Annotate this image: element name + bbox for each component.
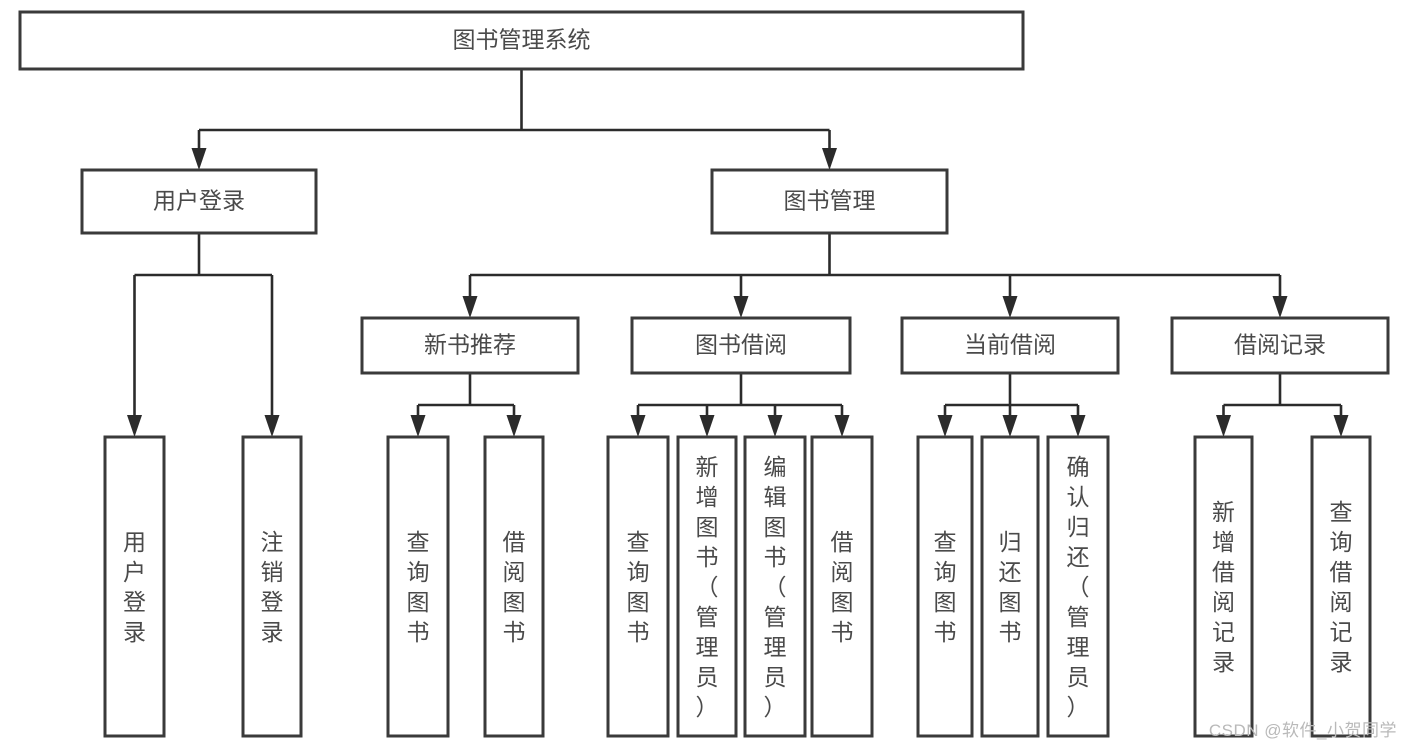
arrow-head-icon — [1002, 415, 1018, 437]
arrow-head-icon — [1272, 296, 1288, 318]
node-leaf-borrow-book-1[interactable]: 借阅图书 — [483, 435, 545, 738]
node-current-borrow[interactable]: 当前借阅 — [900, 316, 1120, 375]
node-box — [80, 168, 318, 235]
node-root[interactable]: 图书管理系统 — [18, 10, 1025, 71]
arrow-head-icon — [264, 415, 280, 437]
node-label: 新增借阅记录 — [1212, 499, 1235, 675]
arrow-head-icon — [506, 415, 522, 437]
node-box — [386, 435, 450, 738]
node-box — [743, 435, 807, 738]
arrow-head-icon — [1216, 415, 1231, 437]
edge-layer — [127, 69, 1349, 437]
node-label: 当前借阅 — [964, 332, 1056, 358]
node-box — [1310, 435, 1372, 738]
node-box — [1170, 316, 1390, 375]
arrow-head-icon — [937, 415, 953, 437]
node-user-login[interactable]: 用户登录 — [80, 168, 318, 235]
arrow-head-icon — [127, 415, 142, 437]
node-label: 注销登录 — [261, 529, 284, 645]
node-leaf-add-book[interactable]: 新增图书（管理员） — [676, 435, 738, 738]
node-label: 借阅图书 — [831, 529, 854, 645]
arrow-head-icon — [410, 415, 426, 437]
node-box — [1193, 435, 1254, 738]
node-label: 新增图书（管理员） — [696, 454, 719, 720]
arrow-head-icon — [191, 148, 207, 170]
node-leaf-return-book[interactable]: 归还图书 — [980, 435, 1040, 738]
node-leaf-query-book-3[interactable]: 查询图书 — [916, 435, 974, 738]
arrow-head-icon — [834, 415, 850, 437]
node-label: 用户登录 — [153, 188, 245, 214]
node-box — [103, 435, 166, 738]
node-book-borrow[interactable]: 图书借阅 — [630, 316, 852, 375]
arrow-head-icon — [462, 296, 478, 318]
node-label: 确认归还（管理员） — [1067, 454, 1090, 720]
node-borrow-record[interactable]: 借阅记录 — [1170, 316, 1390, 375]
node-book-manage[interactable]: 图书管理 — [710, 168, 949, 235]
node-leaf-confirm-return[interactable]: 确认归还（管理员） — [1046, 435, 1110, 738]
edge-group-book-borrow — [630, 373, 850, 437]
node-label: 查询借阅记录 — [1330, 499, 1353, 675]
node-box — [916, 435, 974, 738]
node-leaf-edit-book[interactable]: 编辑图书（管理员） — [743, 435, 807, 738]
node-box — [900, 316, 1120, 375]
node-leaf-logout[interactable]: 注销登录 — [241, 435, 303, 738]
node-leaf-query-book-2[interactable]: 查询图书 — [606, 435, 670, 738]
node-label: 用户登录 — [123, 529, 146, 645]
node-box — [360, 316, 580, 375]
edge-group-book-manage — [462, 233, 1288, 318]
node-label: 查询图书 — [627, 529, 650, 645]
node-label: 新书推荐 — [424, 332, 516, 358]
arrow-head-icon — [1002, 296, 1018, 318]
edge-group-new-book-rec — [410, 373, 522, 437]
edge-group-current-borrow — [937, 373, 1086, 437]
arrow-head-icon — [699, 415, 715, 437]
node-leaf-user-login[interactable]: 用户登录 — [103, 435, 166, 738]
node-label: 查询图书 — [407, 529, 430, 645]
arrow-head-icon — [1070, 415, 1086, 437]
node-label: 借阅图书 — [503, 529, 526, 645]
node-box — [980, 435, 1040, 738]
arrow-head-icon — [767, 415, 783, 437]
node-box — [606, 435, 670, 738]
node-label: 归还图书 — [999, 529, 1022, 645]
arrow-head-icon — [1333, 415, 1349, 437]
node-leaf-borrow-book-2[interactable]: 借阅图书 — [810, 435, 874, 738]
node-label: 图书管理系统 — [453, 27, 591, 53]
edge-group-user-login — [127, 233, 280, 437]
arrow-head-icon — [630, 415, 646, 437]
node-box — [483, 435, 545, 738]
node-leaf-query-record[interactable]: 查询借阅记录 — [1310, 435, 1372, 738]
node-label: 借阅记录 — [1234, 332, 1326, 358]
node-box — [1046, 435, 1110, 738]
node-box — [241, 435, 303, 738]
node-new-book-rec[interactable]: 新书推荐 — [360, 316, 580, 375]
node-box — [710, 168, 949, 235]
node-label: 图书管理 — [784, 188, 876, 214]
node-box — [810, 435, 874, 738]
node-label: 编辑图书（管理员） — [764, 454, 787, 720]
edge-group-root — [191, 69, 837, 170]
edge-group-borrow-record — [1216, 373, 1349, 437]
node-box — [18, 10, 1025, 71]
arrow-head-icon — [822, 148, 837, 170]
node-box — [630, 316, 852, 375]
node-layer: 图书管理系统用户登录图书管理新书推荐图书借阅当前借阅借阅记录用户登录注销登录查询… — [18, 10, 1390, 738]
arrow-head-icon — [733, 296, 749, 318]
node-leaf-add-record[interactable]: 新增借阅记录 — [1193, 435, 1254, 738]
node-box — [676, 435, 738, 738]
node-label: 图书借阅 — [695, 332, 787, 358]
node-label: 查询图书 — [934, 529, 957, 645]
node-leaf-query-book-1[interactable]: 查询图书 — [386, 435, 450, 738]
